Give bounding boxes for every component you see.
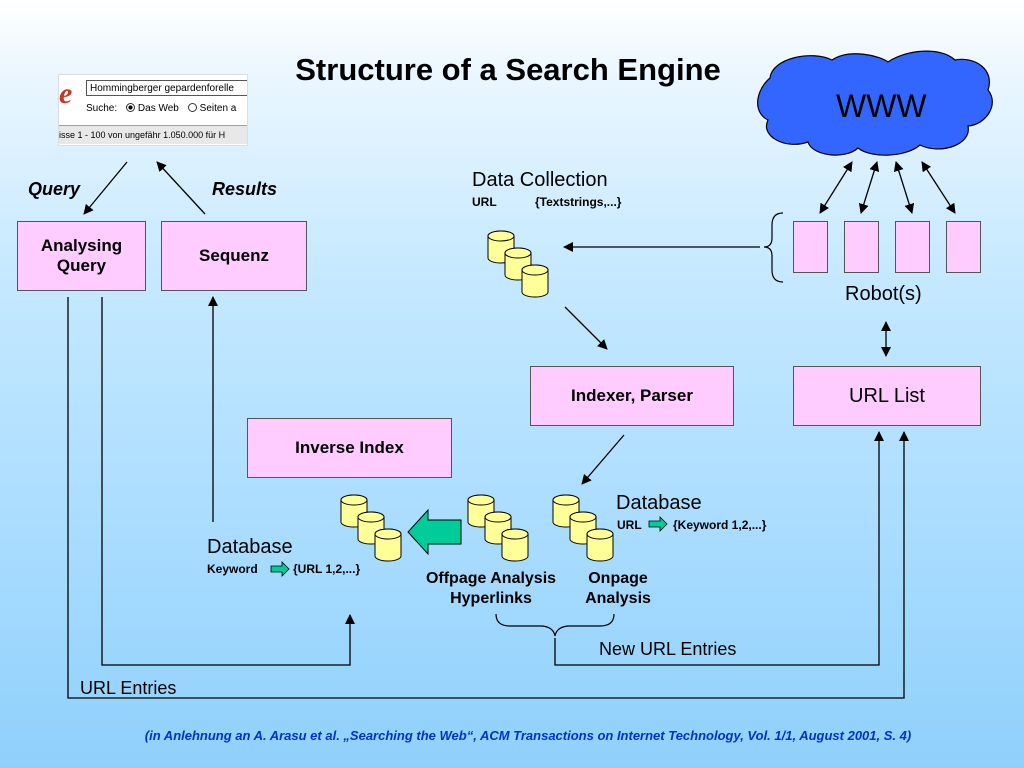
new-url-entries-label: New URL Entries [599,639,737,659]
offpage-label: Offpage Analysis Hyperlinks [420,570,562,608]
onpage-line2: Analysis [585,590,651,607]
onpage-label: Onpage Analysis [570,570,666,608]
robot-box [895,221,930,273]
search-screenshot: e Hommingberger gepardenforelle Suche: D… [58,74,248,146]
radio-selected-icon [125,103,135,112]
page-title: Structure of a Search Engine [295,52,721,87]
data-collection-url: URL [472,195,497,209]
data-collection-text: {Textstrings,...} [535,195,622,209]
radio-unselected-icon [187,103,197,112]
query-label: Query [28,179,81,199]
suche-label: Suche: [86,103,118,114]
results-label: Results [212,179,278,199]
citation-footer: (in Anlehnung an A. Arasu et al. „Search… [144,728,912,743]
search-input: Hommingberger gepardenforelle [86,80,247,96]
robot-box [946,221,981,273]
db-right-url: URL [617,518,642,532]
green-arrow [407,508,462,556]
analysing-query-box: Analysing Query [17,221,146,291]
onpage-line1: Onpage [588,570,648,587]
url-entries-label: URL Entries [80,678,177,698]
inverse-index-box: Inverse Index [247,418,452,478]
data-collection-title: Data Collection [472,169,608,191]
search-logo-icon: e [59,77,73,110]
robot-box [793,221,828,273]
option-pages-label: Seiten a [199,103,237,114]
db-left-url: {URL 1,2,...} [293,562,361,576]
indexer-parser-box: Indexer, Parser [530,366,734,426]
robot-box [844,221,879,273]
www-cloud [757,50,993,156]
robots-label: Robot(s) [845,283,922,305]
option-web-label: Das Web [137,103,179,114]
db-right-keyword: {Keyword 1,2,...} [673,518,767,532]
www-label: WWW [836,88,927,124]
sequenz-box: Sequenz [161,221,307,291]
offpage-line2: Hyperlinks [450,590,532,607]
offpage-line1: Offpage Analysis [425,570,557,587]
db-left-keyword: Keyword [207,562,258,576]
results-count-line: isse 1 - 100 von ungefähr 1.050.000 für … [59,125,247,144]
url-list-box: URL List [793,366,981,426]
db-right-title: Database [616,492,702,514]
search-options: Suche: Das Web Seiten a [86,103,236,114]
db-left-title: Database [207,536,293,558]
